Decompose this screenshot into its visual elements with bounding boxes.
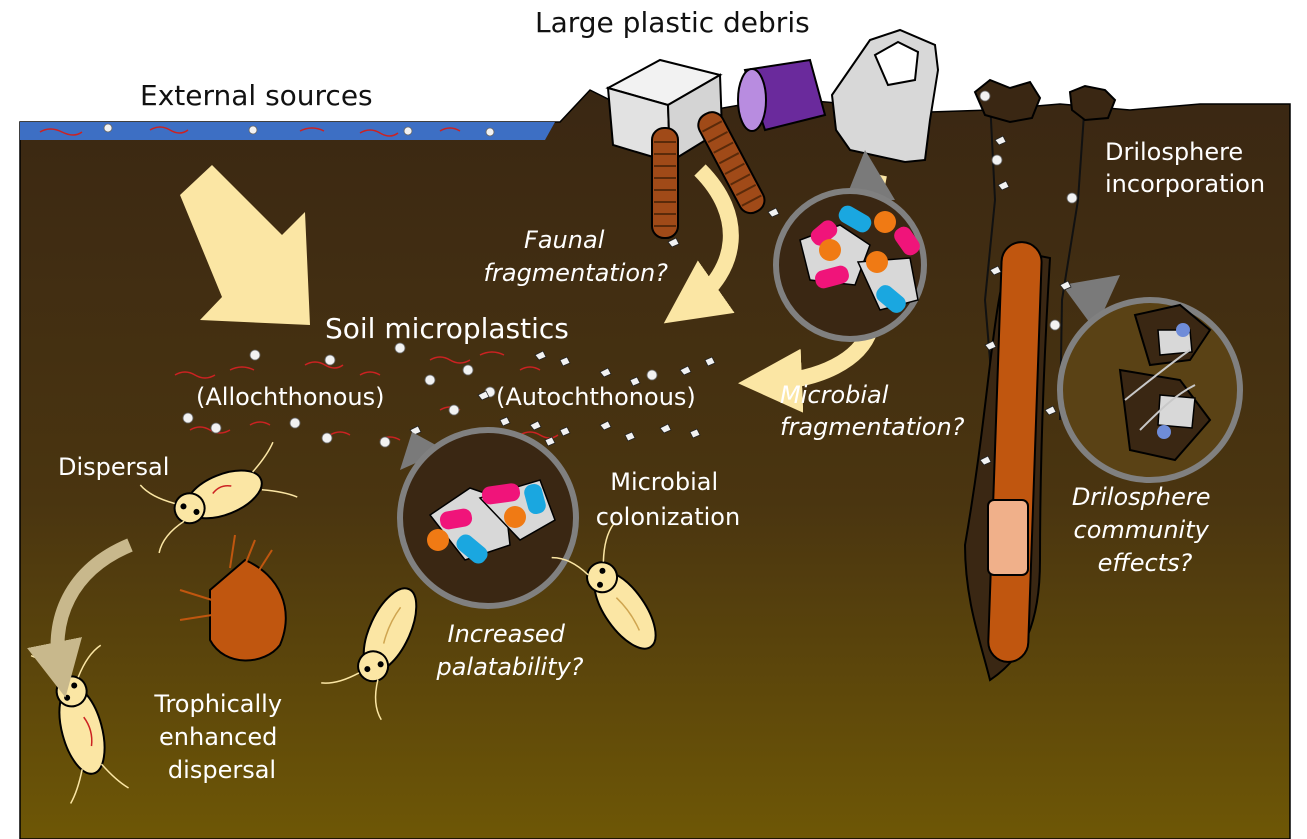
label-autochthonous: (Autochthonous) (496, 383, 696, 411)
label-trophically-enhanced-dispersal: Trophically enhanced dispersal (153, 690, 289, 784)
millipede-left (652, 128, 678, 238)
plastic-jug (832, 30, 938, 162)
label-allochthonous: (Allochthonous) (196, 383, 384, 411)
label-external-sources: External sources (140, 79, 373, 112)
surface-water (20, 122, 555, 140)
label-large-plastic-debris: Large plastic debris (535, 6, 810, 39)
label-soil-microplastics: Soil microplastics (325, 312, 569, 345)
label-dispersal: Dispersal (58, 453, 169, 481)
microbial-colonization-lens (400, 430, 576, 606)
